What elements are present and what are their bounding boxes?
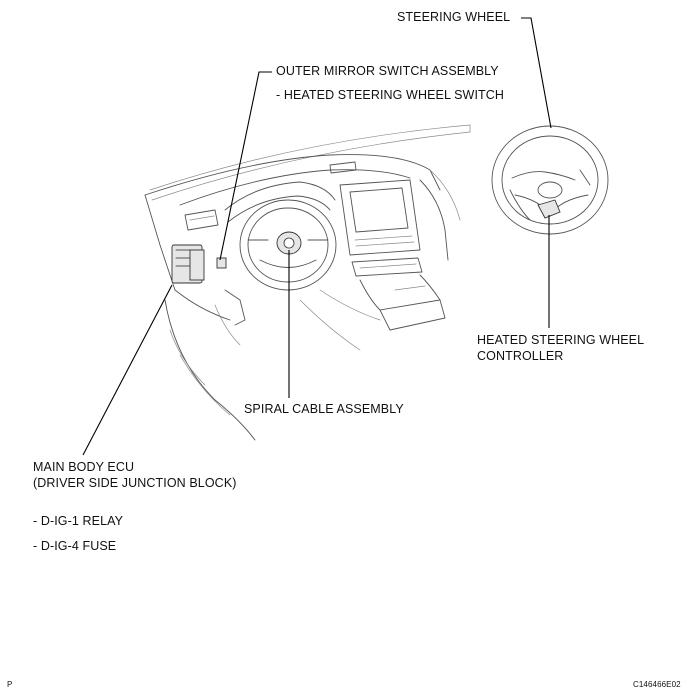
steering-wheel-detail [491,125,609,235]
label-spiral-cable: SPIRAL CABLE ASSEMBLY [244,402,404,416]
label-outer-mirror-switch: OUTER MIRROR SWITCH ASSEMBLY [276,64,499,78]
label-steering-wheel: STEERING WHEEL [397,10,511,24]
label-heated-controller-line2: CONTROLLER [477,349,564,363]
leader-outer-mirror-switch [219,71,272,261]
dashboard-sketch [144,124,471,441]
figure-code: C146466E02 [633,680,681,689]
label-d-ig-1-relay: - D-IG-1 RELAY [33,514,124,528]
leader-main-body-ecu [82,284,173,456]
label-main-body-ecu-line2: (DRIVER SIDE JUNCTION BLOCK) [33,476,237,490]
label-heated-controller-line1: HEATED STEERING WHEEL [477,333,645,347]
leader-steering-wheel [521,17,552,129]
leader-lines [82,17,552,456]
label-d-ig-4-fuse: - D-IG-4 FUSE [33,539,117,553]
label-heated-steering-wheel-switch: - HEATED STEERING WHEEL SWITCH [276,88,505,102]
label-main-body-ecu-line1: MAIN BODY ECU [33,460,135,474]
footer-left-mark: P [7,680,13,689]
